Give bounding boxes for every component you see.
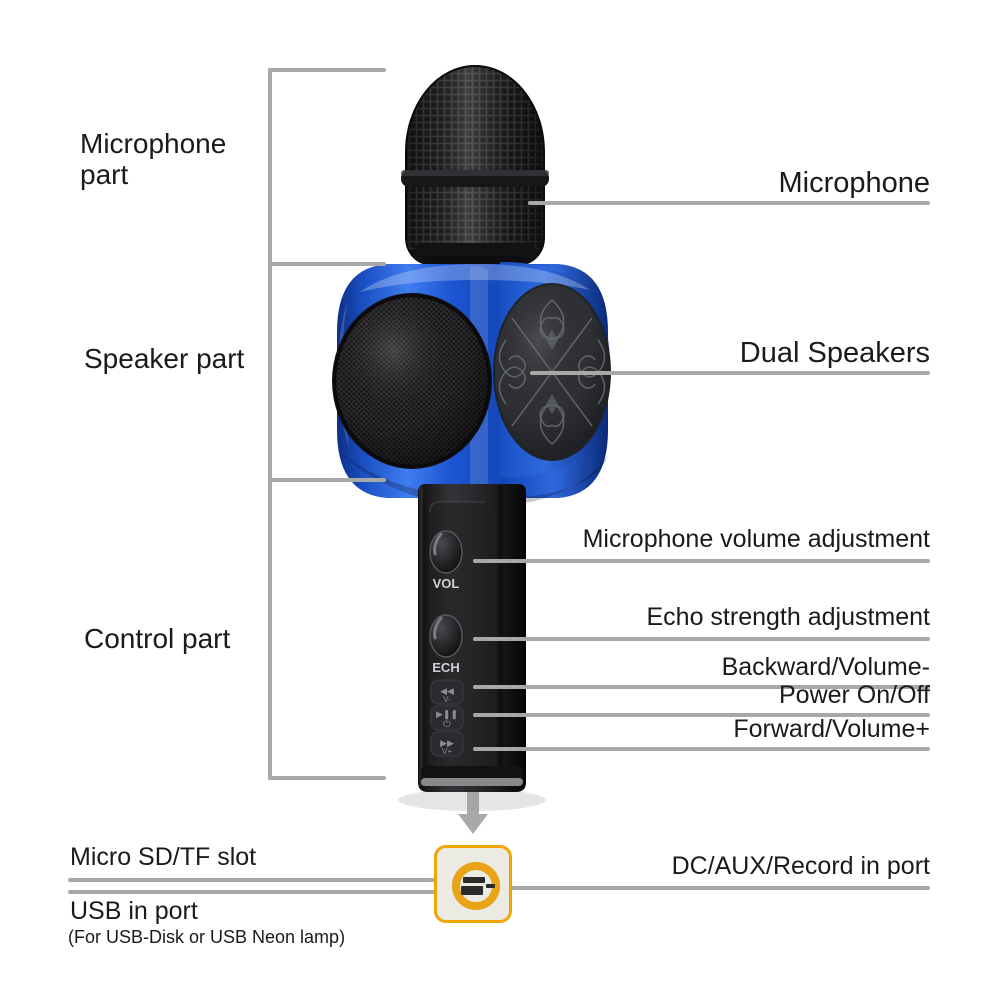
left-bracket-arm-top (268, 68, 386, 72)
callout-power-on-off: Power On/Off (779, 681, 930, 709)
svg-text:V+: V+ (442, 747, 452, 756)
callout-backward-volume-down-label: Backward/Volume- (721, 653, 930, 681)
port-detail-box (434, 845, 512, 923)
left-bracket-arm-div2 (268, 478, 386, 482)
leader-microphone (528, 201, 930, 205)
microphone-capsule (401, 65, 549, 268)
port-slot-lower (461, 886, 483, 895)
section-label-control-part: Control part (84, 623, 230, 654)
svg-text:V-: V- (443, 695, 451, 704)
callout-micro-sd-tf-slot-label: Micro SD/TF slot (70, 843, 257, 871)
down-arrow-icon (458, 792, 488, 834)
callout-dc-aux-record: DC/AUX/Record in port (672, 852, 930, 880)
section-label-microphone-part: Microphone part (80, 128, 226, 191)
callout-microphone-label: Microphone (778, 167, 930, 199)
section-label-speaker-part-line1: Speaker part (84, 343, 245, 374)
section-label-microphone-part-line2: part (80, 159, 129, 191)
control-buttons: ◀◀ V- ▶❚❚ ⏻ ▶▶ V+ (430, 679, 464, 757)
leader-micro-sd-tf-slot (68, 878, 468, 882)
leader-backward-volume-down (473, 685, 930, 689)
left-bracket-arm-div1 (268, 262, 386, 266)
callout-echo-strength-label: Echo strength adjustment (646, 603, 931, 631)
left-bracket-spine (268, 68, 272, 780)
callout-dual-speakers-label: Dual Speakers (739, 337, 930, 369)
volume-knob: VOL (429, 530, 463, 591)
svg-text:VOL: VOL (433, 576, 460, 591)
left-bracket-arm-bottom (268, 776, 386, 780)
svg-text:⏻: ⏻ (443, 719, 451, 730)
svg-text:◀◀: ◀◀ (440, 686, 454, 696)
callout-echo-strength: Echo strength adjustment (647, 603, 931, 631)
section-label-microphone-part-line1: Microphone (80, 128, 227, 159)
callout-mic-volume: Microphone volume adjustment (583, 525, 930, 553)
callout-backward-volume-down: Backward/Volume- (722, 653, 930, 681)
leader-dc-aux-record (495, 886, 930, 890)
leader-usb-in-port (68, 890, 468, 894)
leader-echo-strength (473, 637, 930, 641)
callout-usb-in-port: USB in port (70, 897, 198, 925)
callout-microphone: Microphone (778, 167, 930, 199)
leader-mic-volume (473, 559, 930, 563)
callout-forward-volume-up-label: Forward/Volume+ (733, 715, 930, 743)
callout-mic-volume-label: Microphone volume adjustment (582, 525, 930, 553)
section-label-control-part-line1: Control part (84, 623, 231, 654)
port-slot-side (486, 884, 495, 888)
callout-dual-speakers: Dual Speakers (740, 337, 930, 369)
echo-knob: ECH (429, 614, 463, 675)
port-slot-upper (463, 877, 485, 883)
leader-power-on-off (473, 713, 930, 717)
svg-text:ECH: ECH (432, 660, 459, 675)
svg-text:▶▶: ▶▶ (440, 738, 454, 748)
leader-forward-volume-up (473, 747, 930, 751)
callout-micro-sd-tf-slot: Micro SD/TF slot (70, 843, 256, 871)
callout-forward-volume-up: Forward/Volume+ (733, 715, 930, 743)
callout-usb-in-port-sub: (For USB-Disk or USB Neon lamp) (68, 927, 345, 947)
callout-usb-in-port-sub-label: (For USB-Disk or USB Neon lamp) (68, 927, 346, 947)
speaker-body (332, 262, 611, 506)
svg-text:▶❚❚: ▶❚❚ (436, 709, 458, 720)
speaker-grille-left (332, 293, 492, 469)
callout-usb-in-port-label: USB in port (70, 897, 198, 925)
callout-dc-aux-record-label: DC/AUX/Record in port (671, 852, 930, 880)
leader-dual-speakers (530, 371, 930, 375)
section-label-speaker-part: Speaker part (84, 343, 244, 374)
callout-power-on-off-label: Power On/Off (779, 681, 930, 709)
